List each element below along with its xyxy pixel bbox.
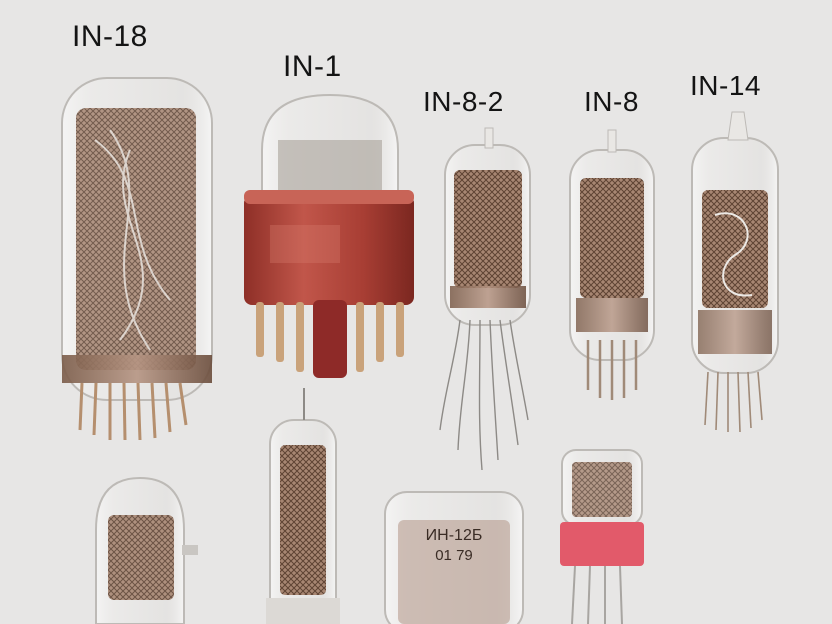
date-code-marking: 01 79 — [435, 547, 473, 564]
in12b-marking: ИН-12Б — [426, 527, 483, 544]
in1-tube — [244, 93, 414, 378]
in18-tube — [61, 77, 213, 441]
label-in1: IN-1 — [283, 50, 342, 83]
label-in14: IN-14 — [690, 70, 761, 101]
label-in18: IN-18 — [72, 20, 148, 53]
tall-lower-tube — [266, 388, 340, 624]
label-in8-2: IN-8-2 — [423, 86, 504, 117]
in12b-tube: ИН-12Б 01 79 — [384, 491, 524, 624]
small-round-tube — [95, 476, 198, 624]
in82-tube — [439, 127, 531, 471]
in14-tube — [691, 111, 779, 433]
pink-base-tube — [560, 449, 644, 624]
label-in8: IN-8 — [584, 86, 639, 117]
in8-tube — [569, 129, 655, 400]
